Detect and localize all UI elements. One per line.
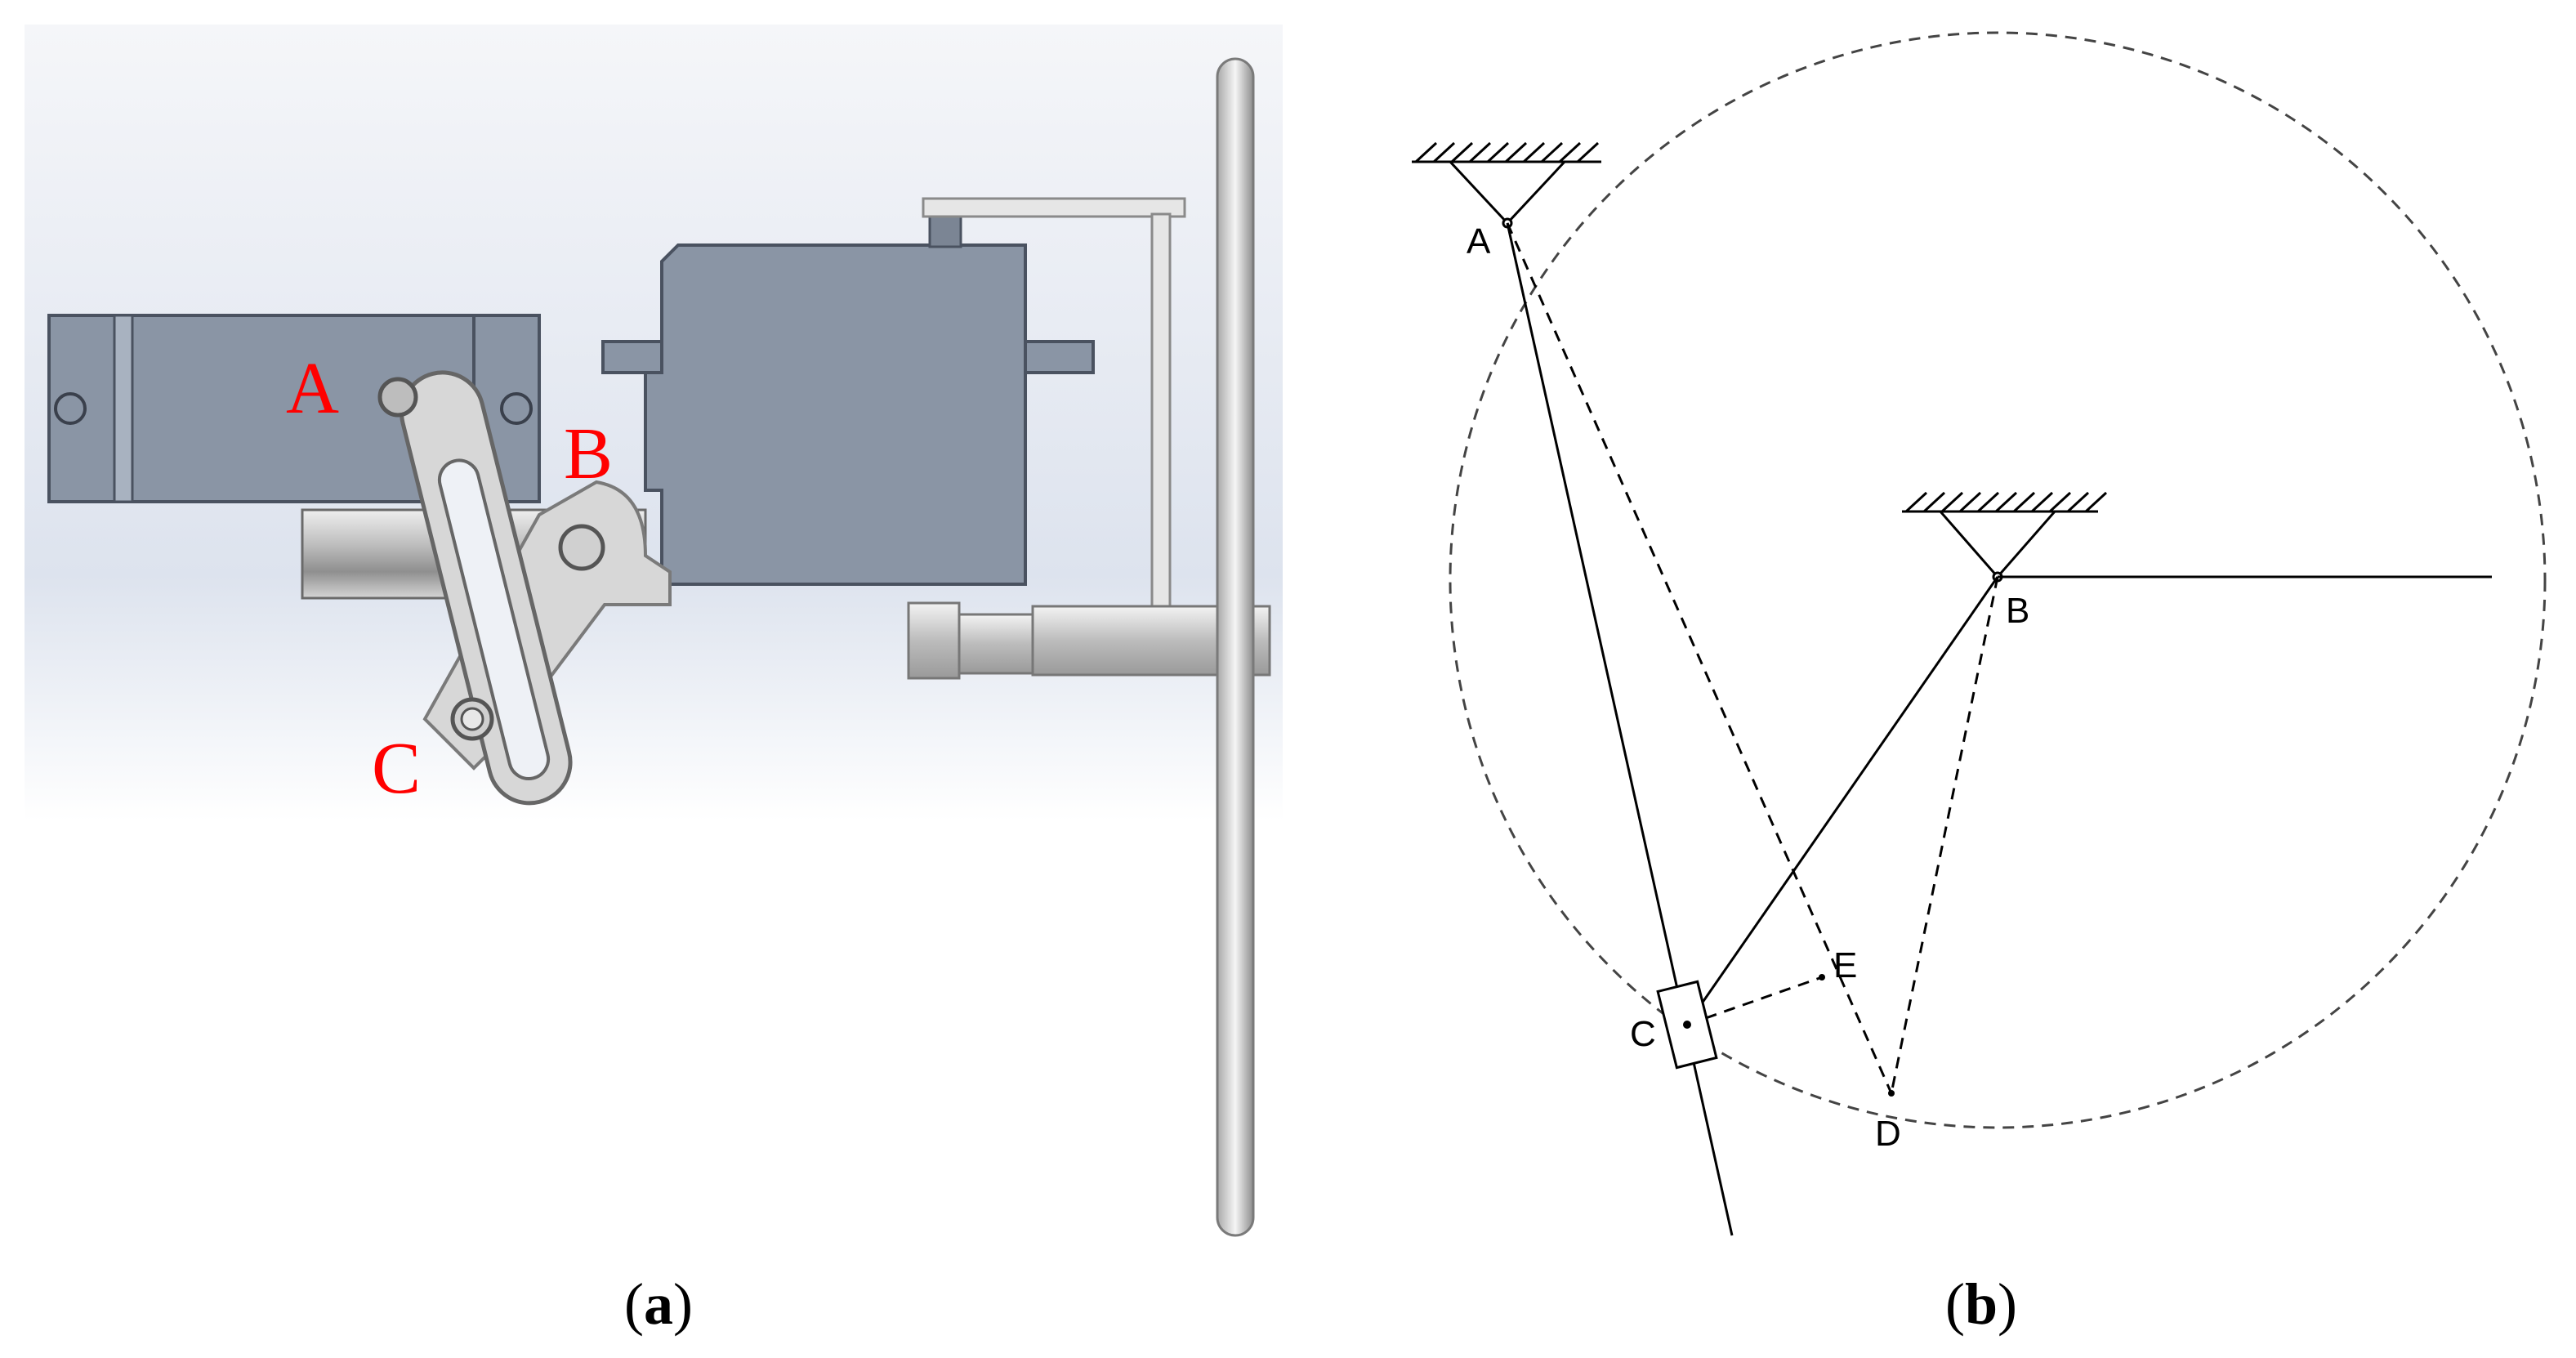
point-c-dot xyxy=(1683,1021,1691,1029)
label-b: B xyxy=(564,413,613,494)
caption-b: (b) xyxy=(1945,1271,2017,1337)
bolt-hole-right xyxy=(500,392,533,425)
ground-support-b xyxy=(1902,491,2108,583)
construction-lines xyxy=(1506,222,1999,1094)
point-label-d: D xyxy=(1875,1114,1901,1154)
caption-a: (a) xyxy=(624,1271,693,1337)
link-a-slider-line xyxy=(1506,222,1734,1236)
pivot-a xyxy=(377,377,418,418)
point-d-dot xyxy=(1888,1090,1895,1097)
bolt-hole-left xyxy=(54,392,87,425)
link-b-c xyxy=(1685,576,1999,1025)
point-label-a: A xyxy=(1467,221,1491,261)
point-label-e: E xyxy=(1833,945,1857,985)
output-linkage xyxy=(922,197,1186,608)
cad-svg: A B C (a) xyxy=(25,25,1283,1337)
kinematic-svg: A B C D E (b) xyxy=(1412,31,2547,1337)
servo-shaft xyxy=(928,212,962,248)
wheel-hub xyxy=(907,601,1271,680)
wheel xyxy=(1216,57,1255,1237)
point-label-c: C xyxy=(1630,1014,1656,1054)
pivot-b xyxy=(558,524,605,571)
label-c: C xyxy=(372,728,421,809)
label-a: A xyxy=(286,348,339,429)
panel-b-kinematic-diagram: A B C D E (b) xyxy=(1299,0,2576,1358)
ground-support-a xyxy=(1412,141,1601,229)
panel-a-cad-view: A B C (a) xyxy=(25,25,1283,1337)
point-label-b: B xyxy=(2006,591,2029,631)
slotted-link xyxy=(400,370,573,806)
servo-motor xyxy=(601,212,1095,586)
point-e-dot xyxy=(1819,974,1825,981)
trajectory-circle xyxy=(1449,31,2547,1129)
